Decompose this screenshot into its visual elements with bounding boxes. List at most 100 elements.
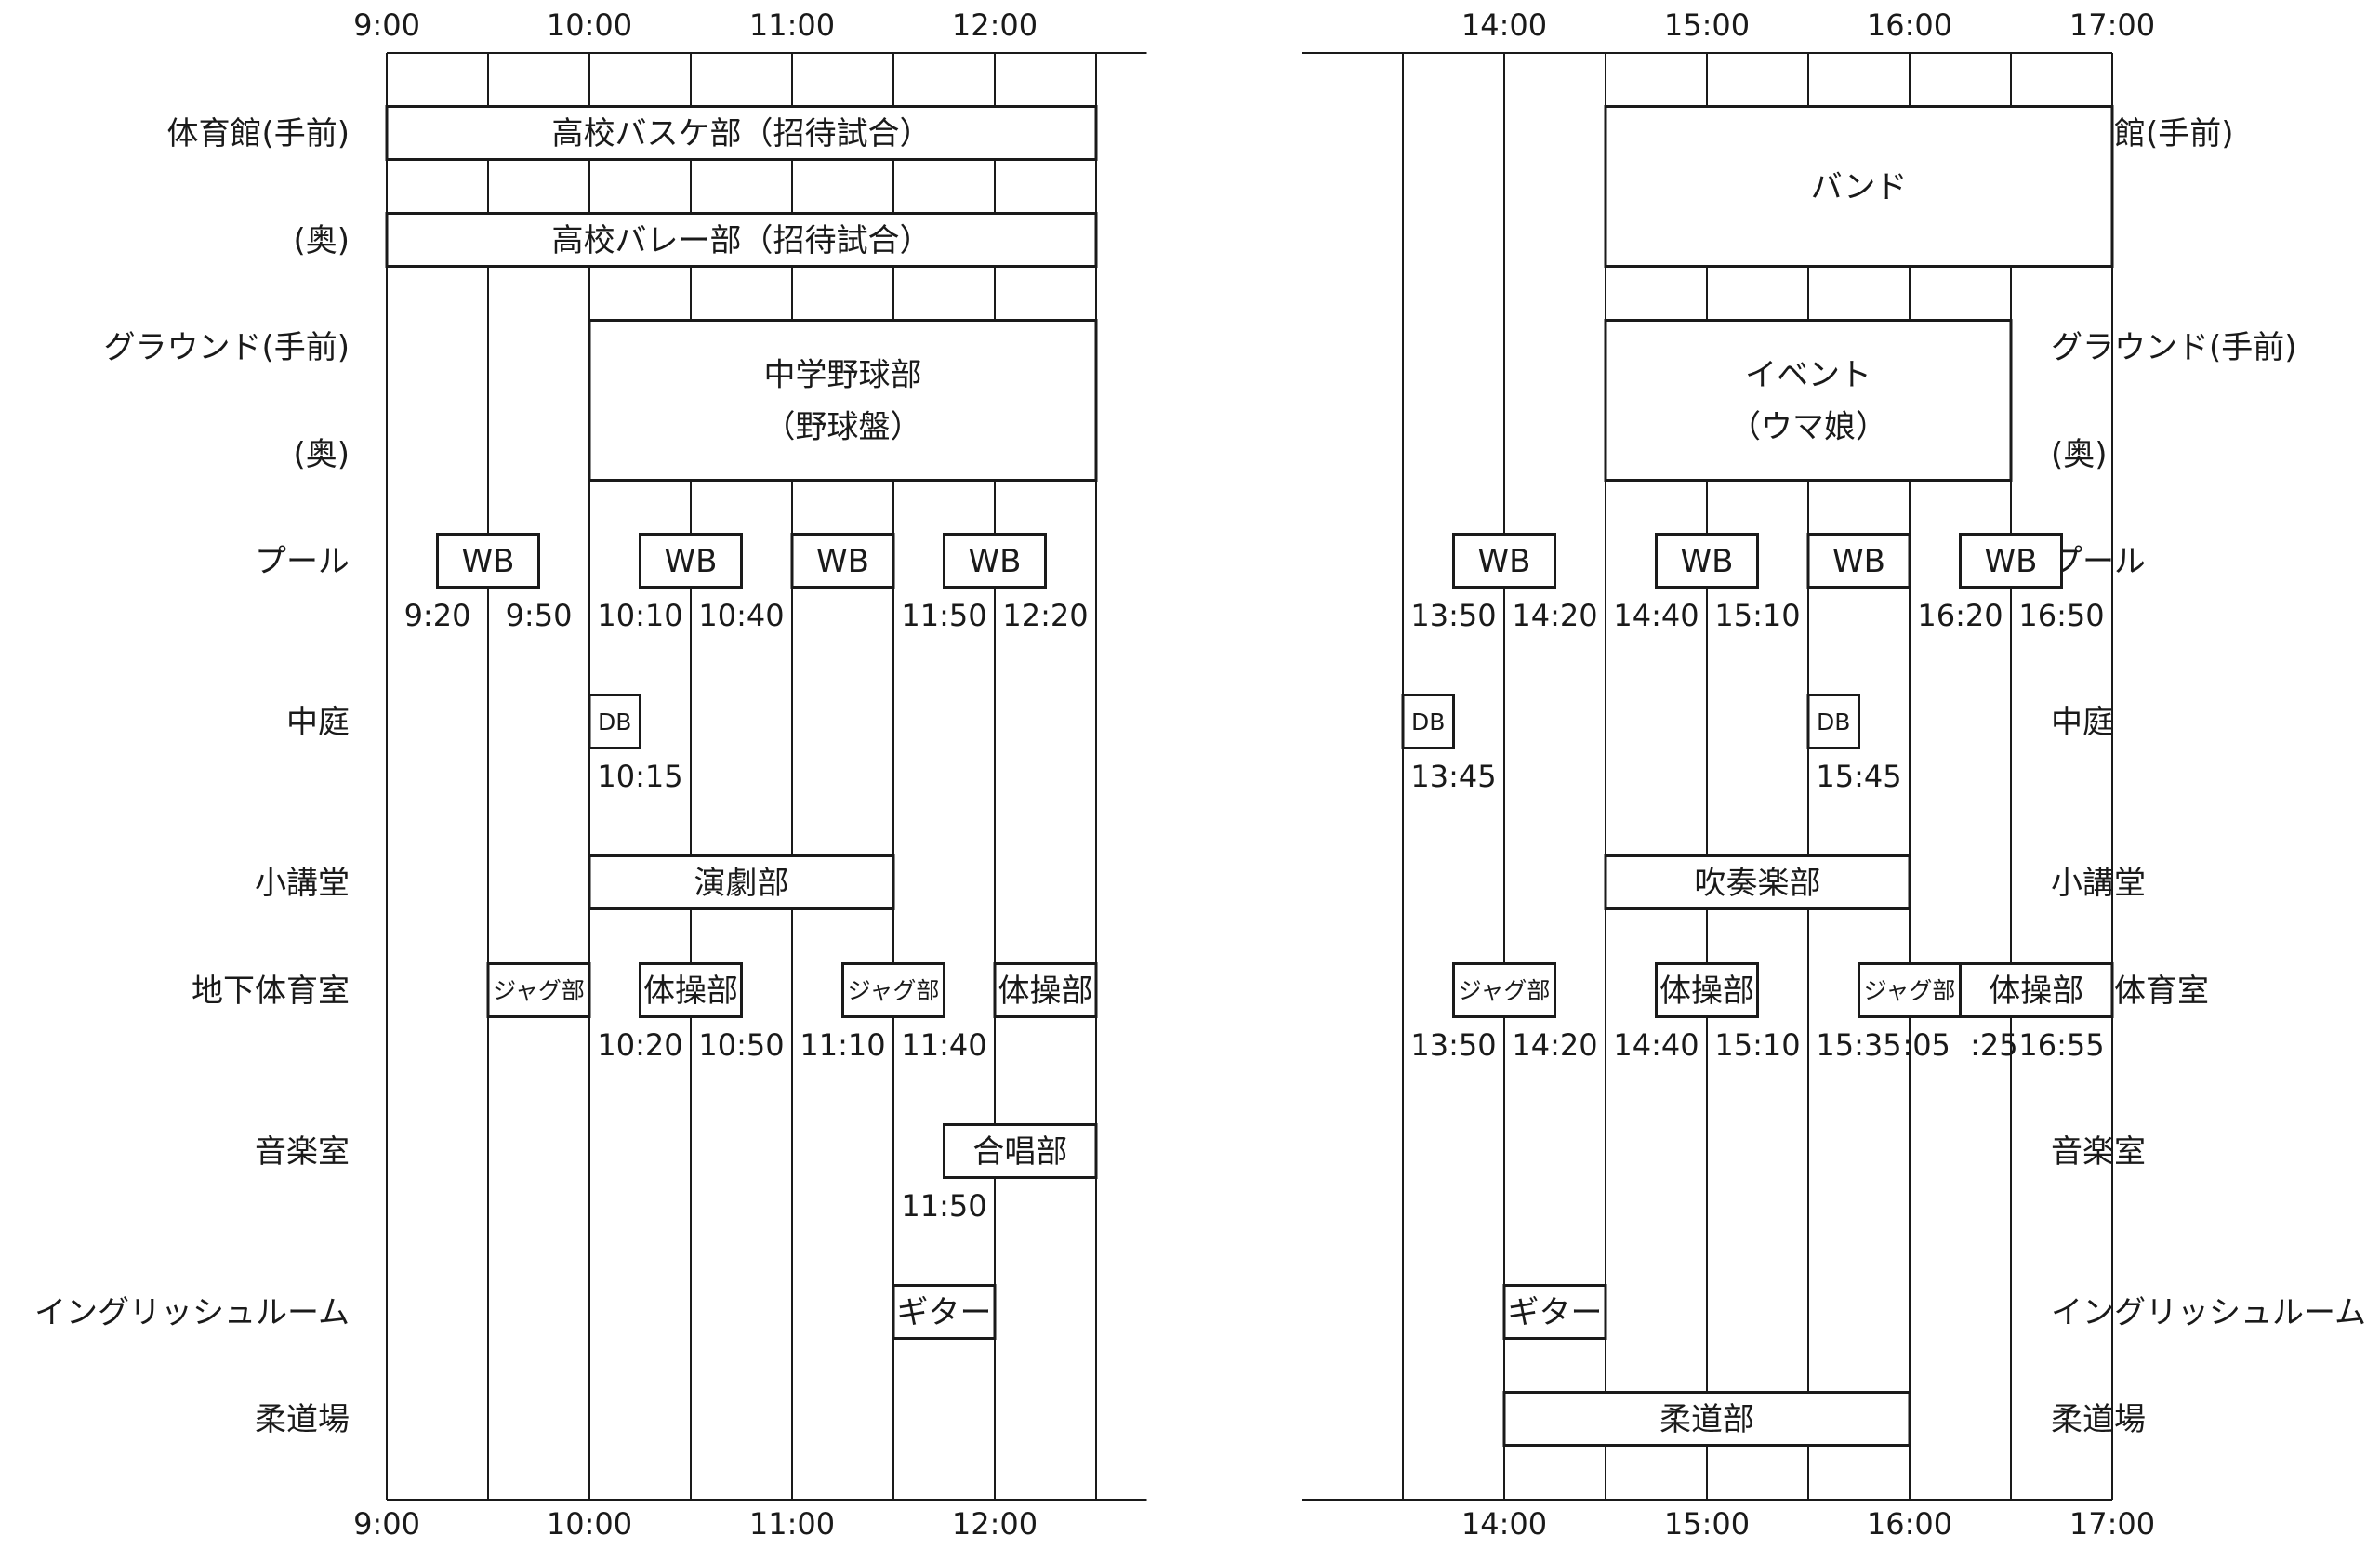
- event-label: 中学野球部: [764, 357, 922, 394]
- event-box: [1959, 962, 2114, 1018]
- event-label: 体操部: [1989, 973, 2083, 1010]
- event-box: [1806, 533, 1911, 589]
- time-note: 9:50: [506, 598, 573, 633]
- event-label: 柔道部: [1659, 1401, 1754, 1438]
- room-label: 地下体育室: [192, 973, 350, 1010]
- time-note: 14:20: [1512, 598, 1597, 633]
- event-label: 吹奏楽部: [1695, 865, 1821, 902]
- event-box: [892, 1284, 997, 1340]
- time-note: 13:50: [1410, 1027, 1496, 1063]
- event-label: バンド: [1811, 169, 1908, 206]
- event-label: ジャグ部: [493, 977, 585, 1004]
- room-label: 音楽室: [2051, 1133, 2146, 1171]
- event-box: [790, 533, 895, 589]
- room-label: 柔道場: [2051, 1401, 2146, 1438]
- time-note: 15:35: [1816, 1027, 1901, 1063]
- time-note: 10:40: [698, 598, 784, 633]
- afternoon-tick-label-bottom: 15:00: [1664, 1506, 1750, 1542]
- time-note: 11:10: [800, 1027, 885, 1063]
- room-label: グラウンド(手前): [2051, 329, 2297, 366]
- event-box: [385, 105, 1098, 161]
- room-label: イングリッシュルーム: [34, 1294, 350, 1331]
- event-label: ジャグ部: [1459, 977, 1551, 1004]
- time-note: 14:20: [1512, 1027, 1597, 1063]
- event-box: [1452, 533, 1556, 589]
- event-box: [588, 694, 641, 749]
- room-label: グラウンド(手前): [103, 329, 350, 366]
- time-note: 14:40: [1613, 1027, 1699, 1063]
- event-box: [1858, 962, 1962, 1018]
- event-label: DB: [1411, 708, 1445, 735]
- event-label: WB: [969, 543, 1022, 580]
- time-note: 13:45: [1410, 759, 1496, 794]
- morning-tick-label-top: 9:00: [353, 7, 420, 43]
- afternoon-tick-label-top: 16:00: [1867, 7, 1952, 43]
- event-label: WB: [1478, 543, 1531, 580]
- time-note: 13:50: [1410, 598, 1496, 633]
- event-box: [1502, 1391, 1911, 1447]
- time-note: 11:50: [901, 598, 986, 633]
- event-box: [1452, 962, 1556, 1018]
- time-note: :05: [1902, 1027, 1950, 1063]
- morning-tick-label-bottom: 11:00: [749, 1506, 835, 1542]
- event-label: 体操部: [643, 973, 738, 1010]
- room-label: 小講堂: [2051, 865, 2146, 902]
- event-box: [588, 319, 1098, 482]
- room-label: (奥): [293, 222, 350, 259]
- time-note: 14:40: [1613, 598, 1699, 633]
- event-box: [1655, 533, 1759, 589]
- afternoon-tick-label-bottom: 14:00: [1461, 1506, 1547, 1542]
- time-note: :25: [1970, 1027, 2018, 1063]
- time-note: 11:40: [901, 1027, 986, 1063]
- time-note: 15:10: [1714, 598, 1800, 633]
- event-label: 演劇部: [694, 865, 789, 902]
- event-label: ジャグ部: [1864, 977, 1956, 1004]
- room-label: (奥): [293, 436, 350, 473]
- event-box: [1604, 854, 1911, 910]
- morning-tick-label-bottom: 12:00: [952, 1506, 1038, 1542]
- event-label: 合唱部: [972, 1133, 1067, 1171]
- event-box: [943, 1123, 1098, 1179]
- afternoon-tick-label-top: 17:00: [2069, 7, 2155, 43]
- event-label: ギター: [897, 1294, 992, 1331]
- event-box: [1502, 1284, 1607, 1340]
- event-label: 高校バレー部（招待試合）: [552, 222, 932, 259]
- event-label: ギター: [1508, 1294, 1603, 1331]
- room-label: 音楽室: [255, 1133, 350, 1171]
- time-note: 12:20: [1002, 598, 1088, 633]
- event-box: [993, 962, 1098, 1018]
- time-note: 15:45: [1816, 759, 1901, 794]
- event-label: イベント: [1745, 357, 1871, 394]
- time-note: 11:50: [901, 1188, 986, 1224]
- event-box: [1604, 105, 2114, 268]
- room-label: プール: [255, 543, 350, 580]
- time-note: 10:20: [597, 1027, 682, 1063]
- event-box: [1959, 533, 2063, 589]
- morning-tick-label-top: 12:00: [952, 7, 1038, 43]
- event-label: DB: [598, 708, 631, 735]
- time-note: 16:55: [2018, 1027, 2104, 1063]
- event-box: [943, 533, 1047, 589]
- event-label: WB: [816, 543, 869, 580]
- morning-tick-label-bottom: 9:00: [353, 1506, 420, 1542]
- morning-tick-label-bottom: 10:00: [547, 1506, 632, 1542]
- event-label-sub: （野球盤）: [764, 409, 922, 446]
- time-note: 16:50: [2018, 598, 2104, 633]
- afternoon-tick-label-top: 14:00: [1461, 7, 1547, 43]
- event-box: [1655, 962, 1759, 1018]
- room-label: イングリッシュルーム: [2051, 1294, 2366, 1331]
- morning-tick-label-top: 11:00: [749, 7, 835, 43]
- afternoon-tick-label-bottom: 17:00: [2069, 1506, 2155, 1542]
- event-box: [1604, 319, 2013, 482]
- event-box: [486, 962, 591, 1018]
- time-note: 15:10: [1714, 1027, 1800, 1063]
- event-label: WB: [1681, 543, 1734, 580]
- time-note: 10:50: [698, 1027, 784, 1063]
- event-box: [841, 962, 945, 1018]
- event-box: [639, 533, 743, 589]
- time-note: 9:20: [404, 598, 471, 633]
- event-box: [385, 212, 1098, 268]
- event-label: WB: [462, 543, 515, 580]
